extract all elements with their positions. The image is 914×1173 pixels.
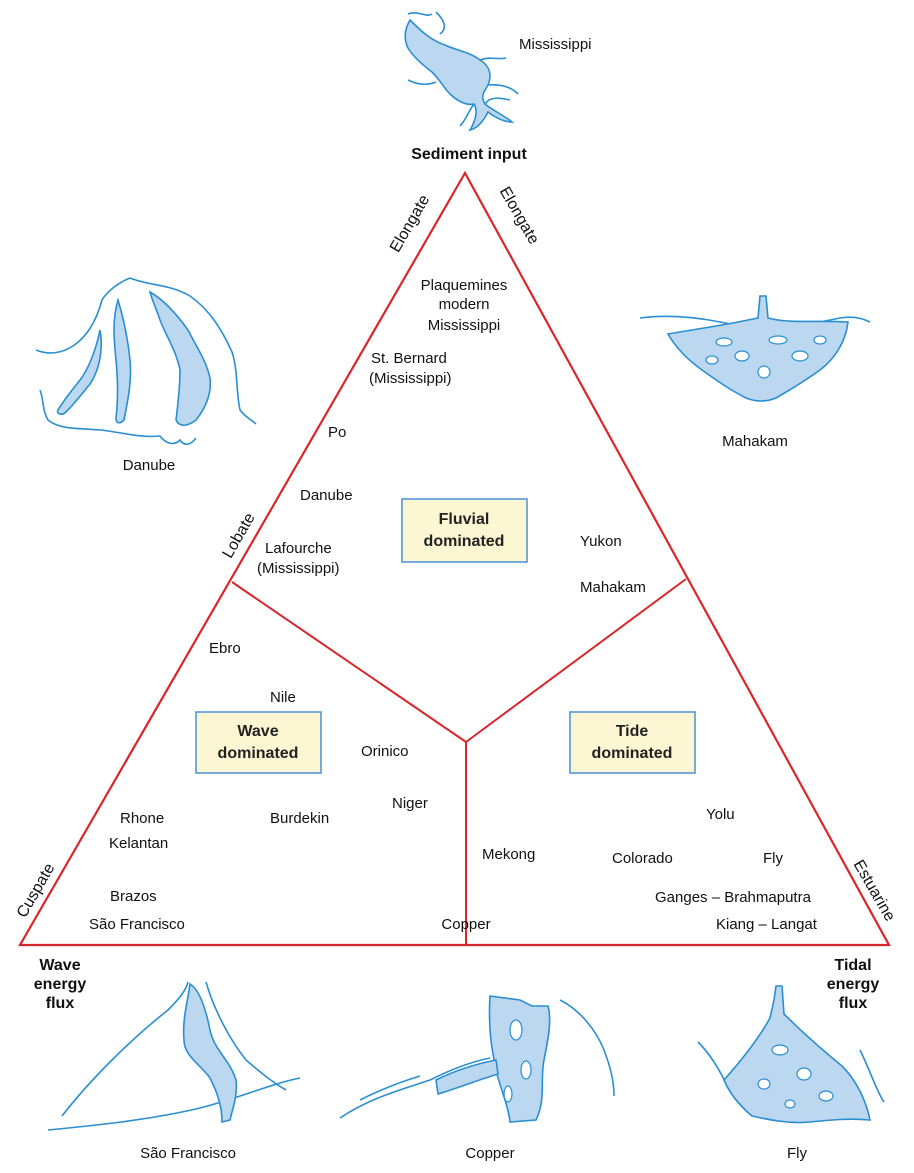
fly-delta-sketch: Fly [697,985,885,1162]
right-corner-label: Tidal energy flux [827,957,880,1012]
delta-label-orinico: Orinico [361,743,409,760]
delta-label-colorado: Colorado [612,850,673,867]
delta-label-copper: Copper [441,916,490,933]
delta-label-mekong: Mekong [482,846,535,863]
delta-label-st-bernard: St. Bernard [371,350,447,367]
edge-label-lobate: Lobate [220,510,259,561]
delta-label-yolu: Yolu [706,806,735,823]
delta-label-ganges: Ganges – Brahmaputra [655,889,812,906]
delta-labels: Plaquemines modern Mississippi St. Berna… [89,277,818,933]
edge-label-elongate-left: Elongate [387,192,433,255]
delta-label-niger: Niger [392,795,428,812]
delta-label-st-bernard: (Mississippi) [369,370,452,387]
copper-caption: Copper [465,1145,514,1162]
delta-label-brazos: Brazos [110,888,157,905]
copper-delta-sketch: Copper [339,995,615,1162]
delta-label-burdekin: Burdekin [270,810,329,827]
delta-label-plaquemines: modern [439,296,490,313]
right-corner-label-line: energy [827,976,880,993]
delta-label-fly: Fly [763,850,783,867]
delta-label-kiang: Kiang – Langat [716,916,818,933]
region-fluvial-box: Fluvial dominated [401,498,528,563]
region-label: dominated [592,745,673,762]
region-wave-box: Wave dominated [195,711,322,774]
triangle-outline [18,170,891,947]
delta-label-plaquemines: Plaquemines [421,277,508,294]
region-label: Tide [616,723,649,740]
divider-left [231,581,467,743]
danube-delta-sketch: Danube [35,277,257,474]
divider-right [465,578,687,743]
delta-label-po: Po [328,424,346,441]
delta-label-danube: Danube [300,487,353,504]
delta-label-yukon: Yukon [580,533,622,550]
delta-label-ebro: Ebro [209,640,241,657]
ternary-triangle [18,170,891,947]
delta-label-sao-francisco: São Francisco [89,916,185,933]
region-label: dominated [218,745,299,762]
mahakam-delta-sketch: Mahakam [639,295,871,450]
left-corner-label-line: flux [46,995,75,1012]
right-corner-label-line: Tidal [834,957,871,974]
mahakam-caption: Mahakam [722,433,788,450]
left-corner-label: Wave energy flux [34,957,87,1012]
delta-label-nile: Nile [270,689,296,706]
region-tide-box: Tide dominated [569,711,696,774]
delta-label-rhone: Rhone [120,810,164,827]
edge-label-elongate-right: Elongate [496,184,542,247]
region-label: dominated [424,533,505,550]
danube-caption: Danube [123,457,176,474]
edge-label-estuarine: Estuarine [850,857,899,924]
mississippi-caption: Mississippi [519,36,592,53]
sao-francisco-caption: São Francisco [140,1145,236,1162]
region-label: Fluvial [439,511,490,528]
mississippi-delta-sketch: Mississippi [404,11,592,132]
delta-label-kelantan: Kelantan [109,835,168,852]
sao-francisco-delta-sketch: São Francisco [47,981,301,1162]
region-label: Wave [237,723,278,740]
fly-caption: Fly [787,1145,807,1162]
delta-label-lafourche: Lafourche [265,540,332,557]
delta-label-plaquemines: Mississippi [428,317,501,334]
delta-label-mahakam: Mahakam [580,579,646,596]
apex-label: Sediment input [411,146,527,163]
left-corner-label-line: Wave [39,957,80,974]
right-corner-label-line: flux [839,995,868,1012]
delta-label-lafourche: (Mississippi) [257,560,340,577]
left-corner-label-line: energy [34,976,87,993]
